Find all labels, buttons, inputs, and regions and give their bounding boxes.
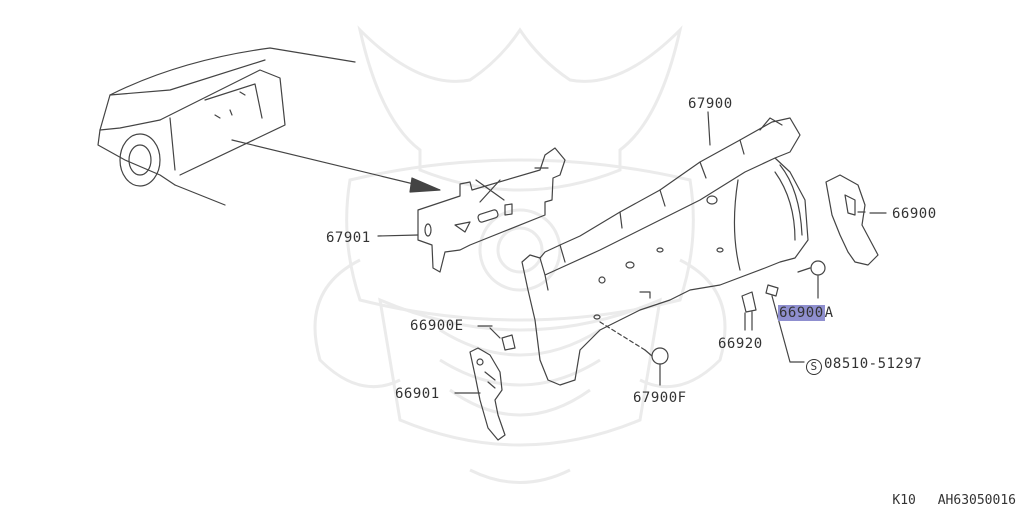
label-67901[interactable]: 67901 bbox=[326, 230, 371, 246]
panel-67900 bbox=[521, 117, 809, 386]
watermark-crest bbox=[313, 25, 727, 484]
label-66920[interactable]: 66920 bbox=[718, 336, 763, 352]
label-66900E[interactable]: 66900E bbox=[410, 318, 464, 334]
diagram-reference: AH63050016 bbox=[937, 493, 1016, 508]
leader-lines bbox=[377, 111, 887, 394]
line-art bbox=[97, 47, 887, 441]
panel-67901 bbox=[417, 147, 566, 273]
label-66901[interactable]: 66901 bbox=[395, 386, 440, 402]
clip-66900E bbox=[489, 327, 516, 351]
screw-symbol-icon: S bbox=[806, 359, 822, 375]
diagram-footer: K10 AH63050016 bbox=[878, 493, 1016, 508]
pointer-arrow bbox=[231, 139, 441, 193]
label-67900[interactable]: 67900 bbox=[688, 96, 733, 112]
label-67900F[interactable]: 67900F bbox=[633, 390, 687, 406]
clip-67900F bbox=[599, 321, 669, 386]
label-66900A[interactable]: 66900A bbox=[778, 305, 834, 321]
clip-66920 bbox=[741, 291, 757, 331]
model-code: K10 bbox=[892, 493, 916, 508]
label-66900A-suffix: A bbox=[824, 305, 834, 321]
clip-66900A bbox=[797, 260, 826, 299]
screw-08510 bbox=[765, 284, 805, 363]
panel-66900 bbox=[825, 174, 879, 266]
label-66900A-highlight: 66900 bbox=[778, 305, 825, 321]
label-66900[interactable]: 66900 bbox=[892, 206, 937, 222]
screw-code: 08510-51297 bbox=[824, 356, 923, 372]
car-outline bbox=[97, 47, 356, 206]
bracket-66901 bbox=[469, 347, 506, 441]
